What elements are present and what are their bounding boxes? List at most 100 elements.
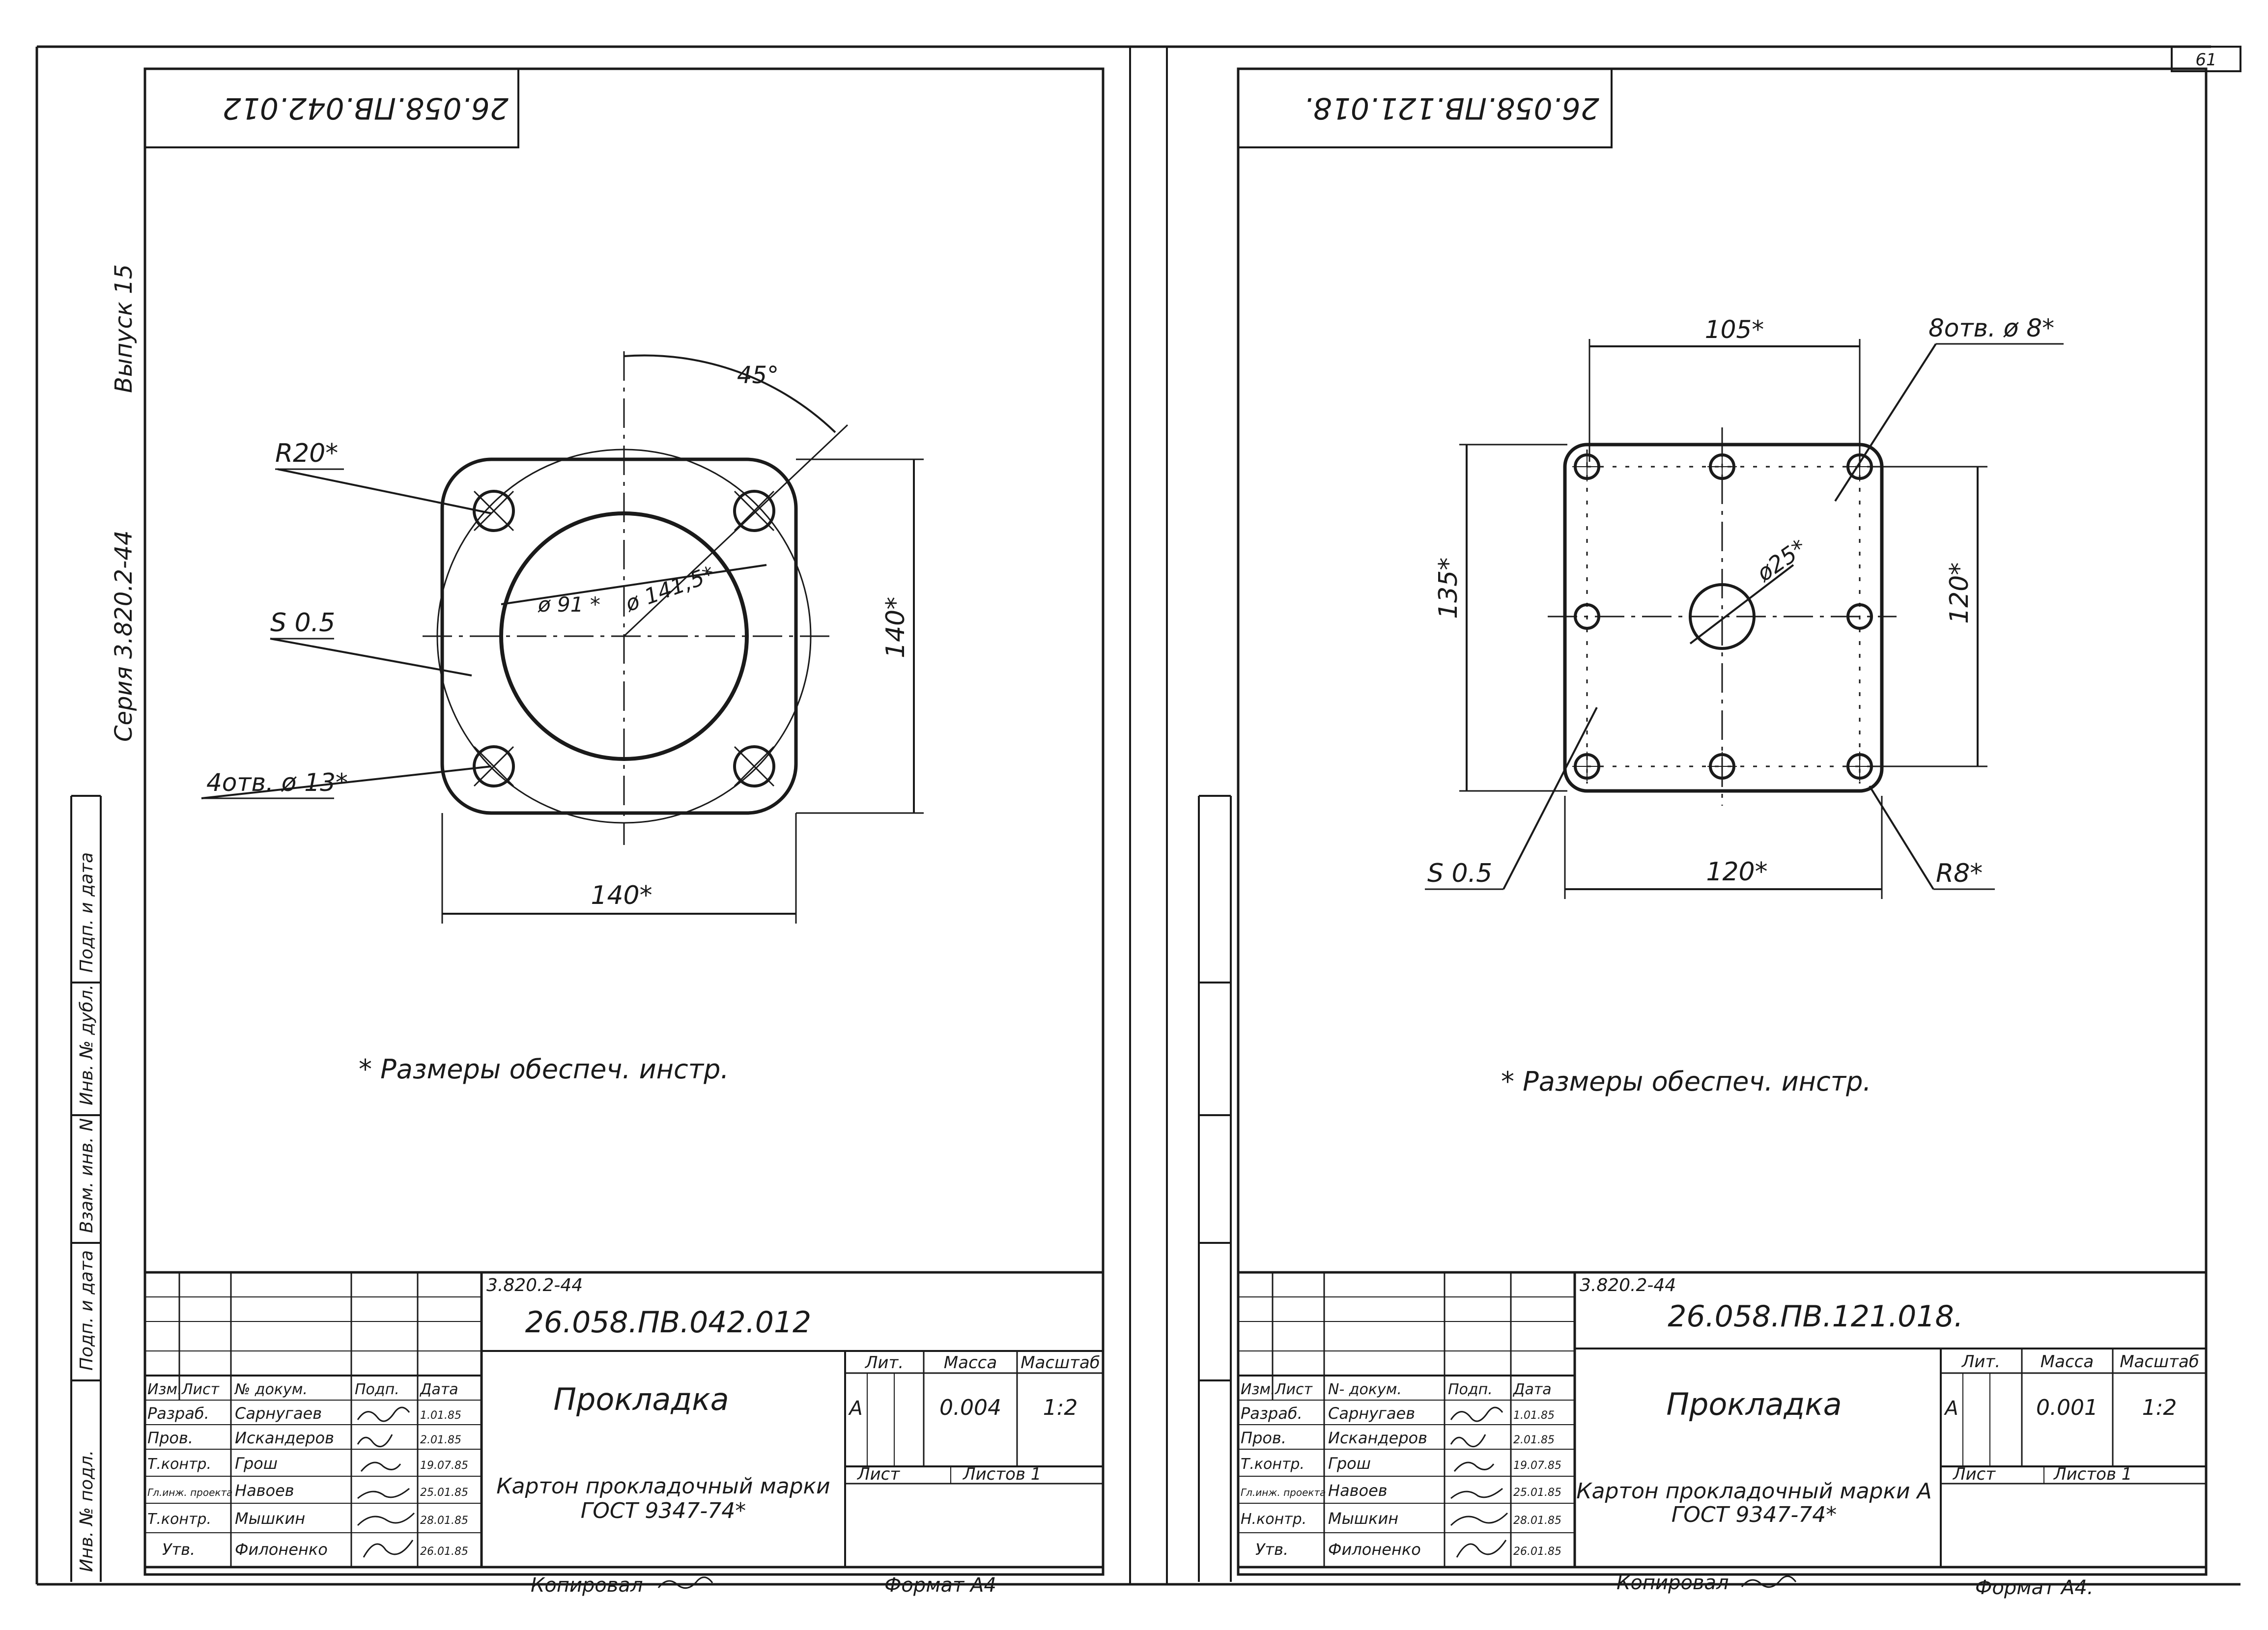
dim-inner-diameter: ø 91 * xyxy=(538,592,600,617)
gost-right: ГОСТ 9347-74* xyxy=(1672,1502,1837,1527)
header-izm: Изм. xyxy=(1241,1381,1276,1398)
date-cell: 28.01.85 xyxy=(420,1515,468,1527)
signatures-right xyxy=(1450,1406,1508,1558)
rotated-code-right: 26.058.ПВ.121.018. xyxy=(1304,91,1599,125)
copied-signature-right xyxy=(1741,1575,1797,1588)
lit-value-right: А xyxy=(1943,1397,1958,1420)
role-cell: Т.контр. xyxy=(1241,1456,1304,1473)
field-podp-data-1: Подп. и дата xyxy=(77,1250,97,1371)
dim-holes-right: 8отв. ø 8* xyxy=(1928,314,2054,342)
date-cell: 1.01.85 xyxy=(1513,1409,1555,1422)
signatures-left xyxy=(357,1406,415,1558)
series-label: Серия 3.820.2-44 xyxy=(110,531,138,742)
header-date: Дата xyxy=(419,1381,458,1398)
dim-top: 105* xyxy=(1705,315,1764,344)
issue-label: Выпуск 15 xyxy=(110,264,138,393)
date-cell: 25.01.85 xyxy=(1513,1487,1561,1499)
date-cell: 19.07.85 xyxy=(1513,1460,1561,1472)
dim-right: 120* xyxy=(1945,562,1974,624)
header-list: Лист xyxy=(181,1381,220,1398)
role-cell: Гл.инж. проекта xyxy=(147,1487,232,1498)
page-number: 61 xyxy=(2195,50,2216,70)
code-left: 26.058.ПВ.042.012 xyxy=(525,1305,811,1340)
header-izm: Изм. xyxy=(147,1381,182,1398)
lit-header-right: Лит. xyxy=(1961,1352,2000,1372)
dim-thickness-right: S 0.5 xyxy=(1427,859,1492,888)
page-number-box: 61 xyxy=(2171,46,2241,72)
note-left: * Размеры обеспеч. инстр. xyxy=(359,1054,729,1085)
name-cell: Навоев xyxy=(1328,1481,1388,1500)
header-date: Дата xyxy=(1512,1381,1552,1398)
header-doc: N- докум. xyxy=(1328,1381,1402,1398)
code-right: 26.058.ПВ.121.018. xyxy=(1668,1299,1963,1334)
sheet-label-left: Лист xyxy=(856,1464,900,1484)
name-cell: Мышкин xyxy=(1328,1509,1398,1528)
date-cell: 2.01.85 xyxy=(1513,1434,1555,1446)
format-right: Формат А4. xyxy=(1975,1576,2094,1599)
sheet-left: 26.058.ПВ.042.012 45° xyxy=(143,67,1105,1597)
copied-signature-left xyxy=(657,1576,713,1589)
role-cell: Утв. xyxy=(1255,1540,1288,1559)
role-cell: Разраб. xyxy=(1241,1404,1303,1423)
name-cell: Сарнугаев xyxy=(1328,1404,1415,1423)
dim-thickness: S 0.5 xyxy=(270,608,335,638)
side-column: Серия 3.820.2-44 Выпуск 15 Инв. № подл. … xyxy=(70,264,138,1582)
material-right: Картон прокладочный марки А xyxy=(1576,1479,1932,1504)
sheets-total-right: Листов 1 xyxy=(2053,1464,2132,1484)
title-left: Прокладка xyxy=(553,1381,729,1417)
header-sign: Подп. xyxy=(1448,1381,1493,1398)
date-cell: 2.01.85 xyxy=(420,1434,461,1446)
mass-header-left: Масса xyxy=(944,1353,997,1373)
copied-left: Копировал xyxy=(531,1574,643,1597)
dim-height: 140* xyxy=(881,597,910,658)
field-inv-podl: Инв. № подл. xyxy=(77,1450,97,1572)
role-cell: Пров. xyxy=(1241,1429,1286,1447)
name-cell: Мышкин xyxy=(235,1509,305,1528)
role-cell: Гл.инж. проекта xyxy=(1241,1487,1326,1498)
dim-radius: R20* xyxy=(275,439,338,468)
date-cell: 26.01.85 xyxy=(1513,1546,1561,1558)
name-cell: Грош xyxy=(235,1454,278,1473)
dim-radius-right: R8* xyxy=(1936,859,1983,888)
role-cell: Утв. xyxy=(162,1540,195,1559)
staff-table-left: Изм. Лист № докум. Подп. Дата Разраб. Са… xyxy=(147,1381,468,1559)
role-cell: Н.контр. xyxy=(1241,1511,1306,1528)
name-cell: Искандеров xyxy=(1328,1429,1427,1447)
dimensions-left: 45° R20* S 0.5 4отв. ø 13* ø 91 * ø 141,… xyxy=(201,354,924,924)
title-block-left: 3.820.2-44 26.058.ПВ.042.012 Прокладка К… xyxy=(145,1271,1103,1569)
material-left: Картон прокладочный марки xyxy=(496,1474,830,1499)
name-cell: Искандеров xyxy=(235,1429,334,1447)
sheets-total-left: Листов 1 xyxy=(962,1464,1041,1484)
header-sign: Подп. xyxy=(355,1381,399,1398)
mass-header-right: Масса xyxy=(2041,1352,2094,1372)
gasket-left xyxy=(423,351,830,845)
title-right: Прокладка xyxy=(1666,1386,1842,1422)
name-cell: Сарнугаев xyxy=(235,1404,322,1423)
copied-right: Копировал xyxy=(1616,1572,1729,1594)
dim-angle: 45° xyxy=(737,362,779,389)
name-cell: Грош xyxy=(1328,1454,1371,1473)
rotated-code-left: 26.058.ПВ.042.012 xyxy=(223,91,509,125)
dim-holes: 4отв. ø 13* xyxy=(206,768,348,797)
name-cell: Филоненко xyxy=(235,1540,328,1559)
note-right: * Размеры обеспеч. инстр. xyxy=(1501,1066,1871,1097)
header-doc: № докум. xyxy=(234,1381,308,1398)
scale-header-left: Масштаб xyxy=(1021,1353,1100,1373)
field-vzam-inv: Взам. инв. N xyxy=(77,1118,97,1233)
role-cell: Т.контр. xyxy=(147,1511,211,1528)
scale-value-right: 1:2 xyxy=(2142,1395,2177,1420)
staff-table-right: Изм. Лист N- докум. Подп. Дата Разраб. С… xyxy=(1241,1381,1561,1559)
dim-left: 135* xyxy=(1434,558,1463,619)
date-cell: 19.07.85 xyxy=(420,1460,468,1472)
role-cell: Т.контр. xyxy=(147,1456,211,1473)
name-cell: Филоненко xyxy=(1328,1540,1421,1559)
date-cell: 25.01.85 xyxy=(420,1487,468,1499)
date-cell: 26.01.85 xyxy=(420,1546,468,1558)
dim-bottom: 120* xyxy=(1706,857,1767,887)
gost-left: ГОСТ 9347-74* xyxy=(581,1498,746,1523)
header-list: Лист xyxy=(1275,1381,1313,1398)
lit-header-left: Лит. xyxy=(864,1353,904,1373)
field-podp-data-2: Подп. и дата xyxy=(77,852,97,973)
sheet-right: 26.058.ПВ.121.018. xyxy=(1198,67,2208,1599)
